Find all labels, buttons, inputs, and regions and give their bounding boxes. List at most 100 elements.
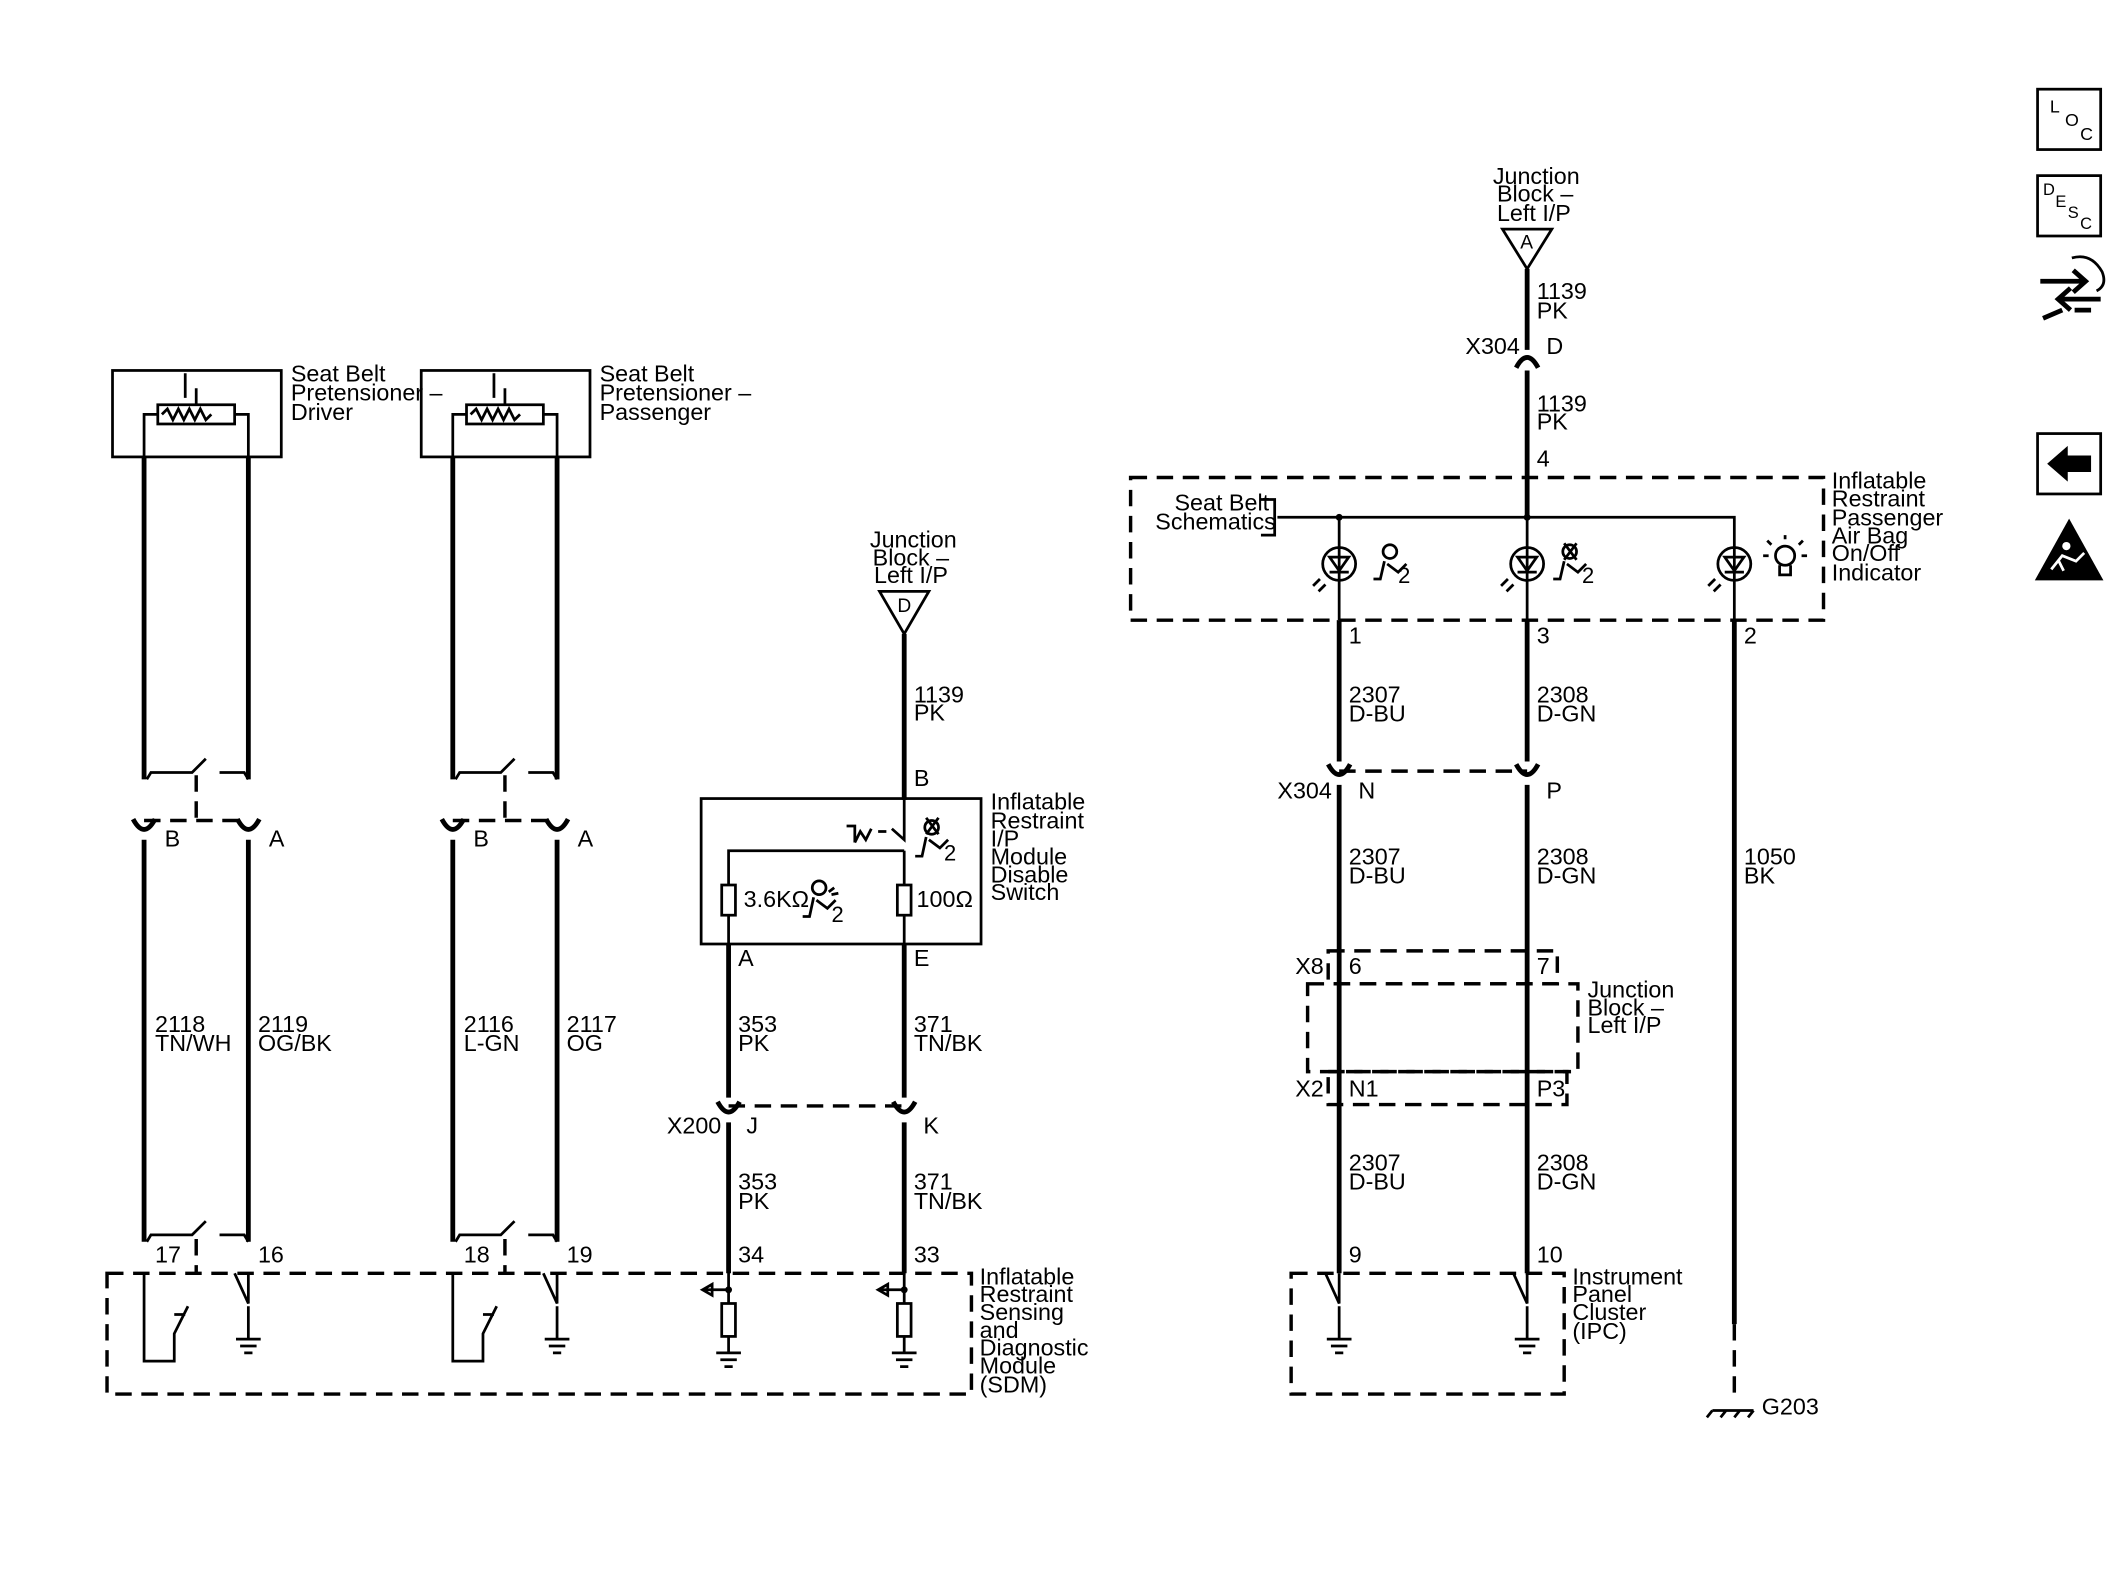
seat-belt-pretensioner-driver: Seat Belt Pretensioner – Driver: [111, 360, 443, 459]
ip-module-disable-switch: 3.6KΩ 100Ω 2 2 Inflatable Restraint I/P …: [699, 789, 1085, 946]
disable-switch-label-2: Restraint: [991, 808, 1085, 834]
pretensioner-wires: [130, 456, 571, 1274]
seat-belt-schematics-label-1: Seat Belt: [1175, 489, 1270, 515]
wire-label: 1139: [914, 682, 964, 708]
pin-label: A: [1520, 232, 1533, 253]
pin-label: 18: [464, 1241, 490, 1267]
ipc-label-4: (IPC): [1572, 1318, 1626, 1344]
pin-label: 33: [914, 1241, 940, 1267]
pin-label: 3: [1537, 623, 1550, 649]
pin-label: N1: [1349, 1075, 1379, 1101]
component-locator-button[interactable]: L O C: [2036, 87, 2103, 151]
airbag-subscript: 2: [1582, 563, 1594, 588]
junction-block-label-3: Left I/P: [1497, 200, 1571, 226]
seat-belt-pretensioner-driver-label-2: Pretensioner –: [291, 380, 443, 406]
wire-label: D-GN: [1537, 863, 1597, 889]
pin-label: 7: [1537, 953, 1550, 979]
sdm-module: Inflatable Restraint Sensing and Diagnos…: [105, 1241, 1089, 1398]
wire-label: D-BU: [1349, 863, 1406, 889]
resistor-value: 100Ω: [917, 886, 973, 912]
diagnostic-procedure-icon[interactable]: [2040, 255, 2106, 321]
wire-label: 371: [914, 1169, 953, 1195]
wire-label: 2116: [464, 1011, 514, 1037]
wire-label: 2308: [1537, 682, 1589, 708]
pin-label: J: [746, 1112, 758, 1138]
pin-label: B: [914, 765, 930, 791]
seat-belt-pretensioner-driver-label-3: Driver: [291, 399, 353, 425]
sdm-label-7: (SDM): [980, 1372, 1047, 1398]
wire-label: 1139: [1537, 391, 1587, 417]
wire-label: 371: [914, 1011, 953, 1037]
wire-label: 2307: [1349, 1149, 1401, 1175]
desc-letter: D: [2043, 181, 2055, 199]
indicator-label-4: Air Bag: [1832, 522, 1908, 548]
pin-label: K: [923, 1112, 939, 1138]
ipc-label-1: Instrument: [1572, 1263, 1683, 1289]
pin-label: 10: [1537, 1241, 1563, 1267]
loc-letter: O: [2065, 110, 2079, 130]
wire-label: D-BU: [1349, 1169, 1406, 1195]
junction-block-label-3: Left I/P: [1588, 1012, 1662, 1038]
airbag-off-icon: 2: [1553, 542, 1594, 588]
wire-label: L-GN: [464, 1030, 520, 1056]
indicator-label-2: Restraint: [1832, 485, 1926, 511]
wire-label: 2118: [155, 1011, 205, 1037]
wire-label: 2308: [1537, 843, 1589, 869]
wire-label: PK: [1537, 408, 1569, 434]
wire-label: 1050: [1744, 843, 1796, 869]
junction-block-label-2: Block –: [873, 544, 949, 570]
pin-label: P: [1546, 778, 1562, 804]
resistor-value: 3.6KΩ: [744, 886, 809, 912]
disable-switch-label-4: Module: [991, 843, 1067, 869]
junction-block-label-1: Junction: [1588, 977, 1675, 1003]
pin-label: P3: [1537, 1075, 1566, 1101]
sdm-label-4: and: [980, 1317, 1019, 1343]
pin-label: A: [738, 945, 754, 971]
sdm-label-2: Restraint: [980, 1281, 1074, 1307]
pin-label: 9: [1349, 1241, 1362, 1267]
airbag-subscript: 2: [1398, 563, 1410, 588]
pin-label: B: [473, 826, 489, 852]
wire-label: OG/BK: [258, 1030, 332, 1056]
lamp-icon: [1763, 535, 1808, 577]
airbag-off-icon: 2: [915, 816, 956, 865]
wire-label: TN/WH: [155, 1030, 231, 1056]
connector-label: X8: [1295, 953, 1324, 979]
wire-label: 2119: [258, 1011, 308, 1037]
pin-label: D: [897, 596, 911, 617]
connector-label: X2: [1295, 1075, 1324, 1101]
pin-label: 16: [258, 1241, 284, 1267]
wire-label: TN/BK: [914, 1188, 983, 1214]
loc-letter: L: [2050, 97, 2060, 117]
ipc-label-3: Cluster: [1572, 1299, 1646, 1325]
junction-block-label-2: Block –: [1588, 994, 1664, 1020]
caution-airbag-icon[interactable]: [2034, 518, 2104, 581]
description-button[interactable]: D E S C: [2036, 174, 2103, 238]
ipc-label-2: Panel: [1572, 1281, 1632, 1307]
desc-letter: E: [2055, 193, 2066, 211]
wire-label: 353: [738, 1169, 777, 1195]
seat-belt-pretensioner-passenger-label-2: Pretensioner –: [600, 380, 752, 406]
disable-switch-label-5: Disable: [991, 861, 1069, 887]
led-icon: [1707, 546, 1753, 593]
wire-label: D-GN: [1537, 1169, 1597, 1195]
wire-label: 2307: [1349, 843, 1401, 869]
wire-label: 1139: [1537, 278, 1587, 304]
wire-label: 2307: [1349, 682, 1401, 708]
disable-switch-label-6: Switch: [991, 879, 1060, 905]
airbag-on-icon: 2: [1373, 543, 1410, 588]
indicator-label-6: Indicator: [1832, 559, 1922, 585]
led-icon: [1500, 546, 1545, 593]
indicator-to-ipc-wires: [1289, 620, 1755, 1419]
wire-label: D-GN: [1537, 701, 1597, 727]
wire-label: BK: [1744, 863, 1776, 889]
pin-label: D: [1546, 333, 1563, 359]
indicator-label-1: Inflatable: [1832, 467, 1927, 493]
wire-label: 2308: [1537, 1149, 1589, 1175]
pin-label: N: [1358, 778, 1375, 804]
seat-belt-pretensioner-passenger-label-1: Seat Belt: [600, 360, 695, 386]
sdm-label-5: Diagnostic: [980, 1335, 1089, 1361]
pin-label: B: [165, 826, 181, 852]
back-button[interactable]: [2036, 432, 2103, 496]
